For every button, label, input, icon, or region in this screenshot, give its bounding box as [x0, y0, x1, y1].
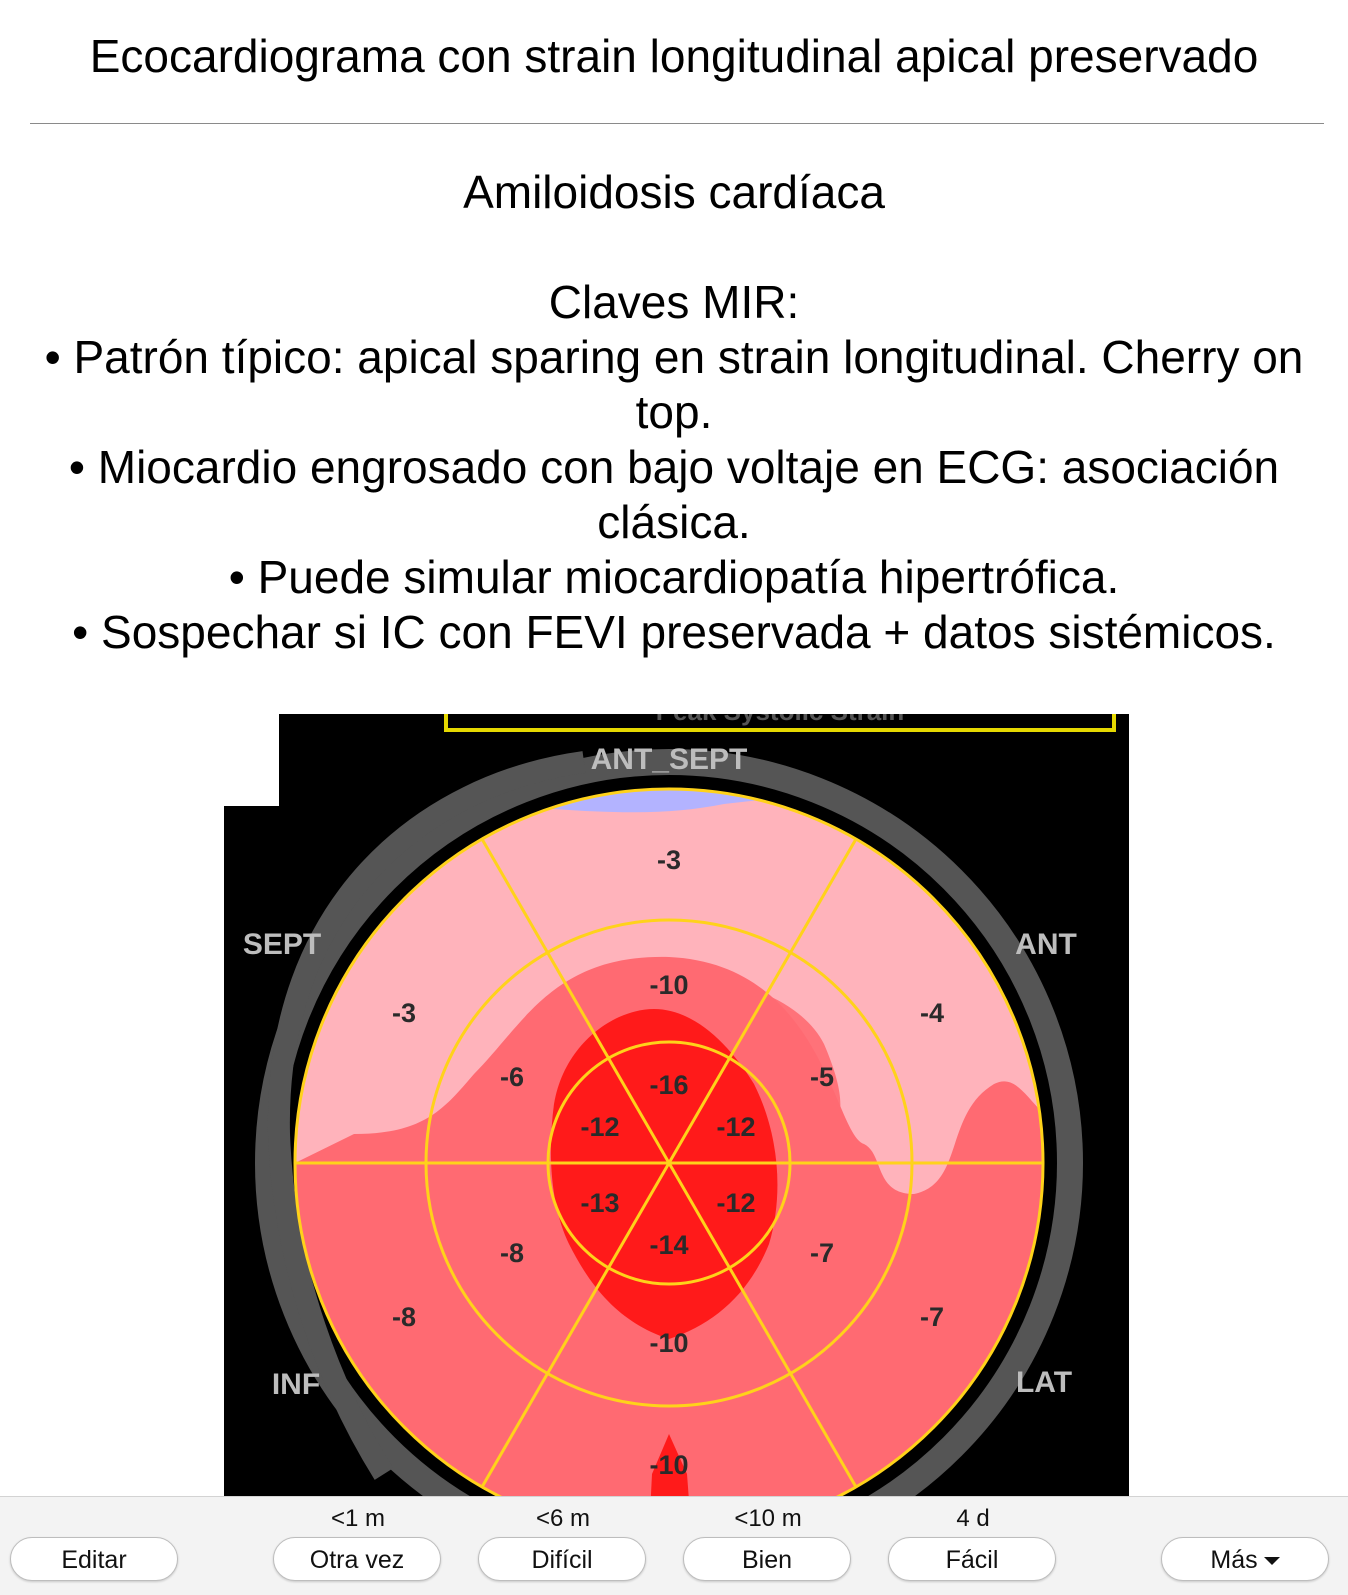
answer-title: Amiloidosis cardíaca	[463, 166, 885, 218]
more-button-label: Más	[1210, 1546, 1258, 1574]
key-bullet: • Sospechar si IC con FEVI preservada + …	[72, 606, 1276, 658]
good-due-time: <10 m	[734, 1505, 802, 1532]
review-toolbar: <1 m <6 m <10 m 4 d Editar Otra vez Difí…	[0, 1496, 1348, 1595]
segment-value: -10	[649, 1328, 688, 1358]
segment-value: -3	[657, 845, 681, 875]
mid-border	[424, 918, 914, 1408]
segment-value: -8	[500, 1238, 524, 1268]
easy-button[interactable]: Fácil	[888, 1537, 1056, 1581]
segment-spoke	[667, 1162, 858, 1488]
hard-button[interactable]: Difícil	[478, 1537, 646, 1581]
more-button[interactable]: Más	[1161, 1537, 1329, 1581]
segment-value: -12	[716, 1188, 755, 1218]
apical-border	[546, 1040, 792, 1286]
outer-ring	[255, 749, 1083, 1496]
segment-value: -3	[392, 998, 416, 1028]
label-ant: ANT	[1015, 928, 1077, 961]
again-button[interactable]: Otra vez	[273, 1537, 441, 1581]
segment-value: -10	[649, 1450, 688, 1480]
key-bullet: • Puede simular miocardiopatía hipertróf…	[228, 551, 1120, 603]
caret-down-icon	[1263, 1557, 1280, 1566]
ring-tail	[267, 751, 586, 1480]
banner-text: Peak Systolic Strain	[656, 714, 905, 726]
bullseye-svg: Peak Systolic Strain	[224, 714, 1129, 1496]
segment-value: -12	[580, 1112, 619, 1142]
easy-due-time: 4 d	[956, 1505, 990, 1532]
answer-divider	[30, 123, 1324, 124]
banner-frame	[444, 714, 1116, 732]
segment-value: -7	[810, 1238, 834, 1268]
image-notch	[224, 714, 279, 806]
segment-spoke	[480, 838, 671, 1164]
card-question: Ecocardiograma con strain longitudinal a…	[89, 30, 1259, 82]
segment-value: -8	[392, 1302, 416, 1332]
strain-bullseye-image: Peak Systolic Strain	[224, 714, 1129, 1496]
card-answer: Amiloidosis cardíaca Claves MIR: • Patró…	[40, 165, 1308, 660]
label-inf: INF	[272, 1368, 320, 1401]
segment-value: -13	[580, 1188, 619, 1218]
reduced-strain-region	[295, 789, 1043, 1194]
keys-heading: Claves MIR:	[548, 276, 800, 328]
label-lat: LAT	[1016, 1366, 1072, 1399]
basal-spot-region	[650, 1434, 690, 1496]
key-bullet: • Patrón típico: apical sparing en strai…	[44, 331, 1304, 438]
basal-border	[293, 787, 1045, 1496]
segment-value: -10	[649, 970, 688, 1000]
segment-value: -5	[810, 1062, 834, 1092]
label-ant-sept: ANT_SEPT	[591, 743, 748, 776]
segment-value: -14	[649, 1230, 688, 1260]
again-due-time: <1 m	[330, 1505, 386, 1532]
segment-value: -6	[500, 1062, 524, 1092]
segment-value: -16	[649, 1070, 688, 1100]
hard-due-time: <6 m	[535, 1505, 591, 1532]
edit-button[interactable]: Editar	[10, 1537, 178, 1581]
answer-gap	[40, 220, 1308, 275]
label-sept: SEPT	[243, 928, 321, 961]
card-content: Ecocardiograma con strain longitudinal a…	[30, 30, 1324, 1496]
good-button[interactable]: Bien	[683, 1537, 851, 1581]
segment-value: -12	[716, 1112, 755, 1142]
segment-spoke	[480, 1162, 671, 1488]
segment-value: -4	[920, 998, 944, 1028]
key-bullet: • Miocardio engrosado con bajo voltaje e…	[68, 441, 1280, 548]
segment-spoke	[667, 838, 858, 1164]
segment-value: -7	[920, 1302, 944, 1332]
